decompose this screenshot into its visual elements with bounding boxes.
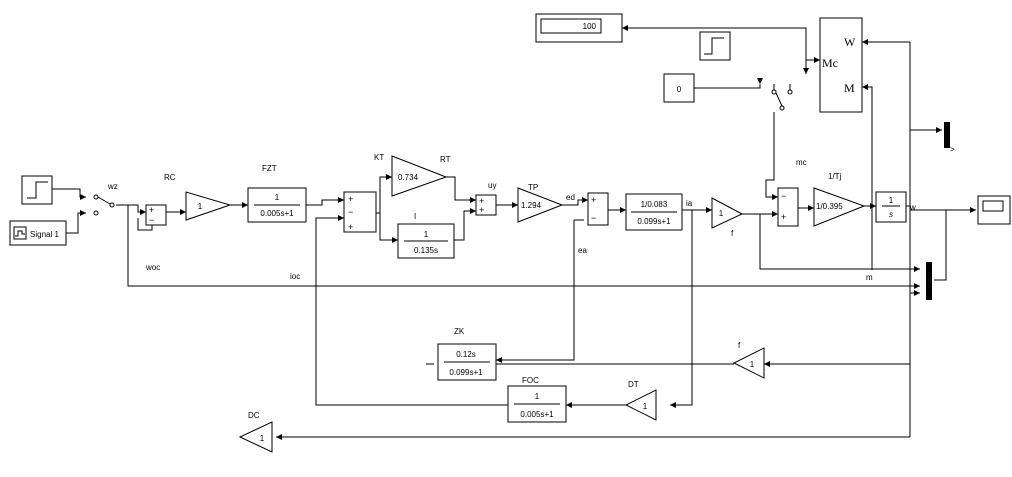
wires bbox=[52, 27, 976, 438]
manual-switch-wz[interactable] bbox=[80, 194, 115, 216]
motor-m-port: M bbox=[844, 81, 855, 95]
sum-rc[interactable]: + − bbox=[145, 204, 167, 226]
f-gain[interactable]: 1 bbox=[711, 197, 744, 229]
rc-label: RC bbox=[164, 173, 176, 182]
label-ed: ed bbox=[566, 193, 575, 202]
step-source[interactable] bbox=[21, 175, 53, 205]
label-mc: mc bbox=[796, 158, 807, 167]
foc-transfer-fcn[interactable]: 1 0.005s+1 bbox=[507, 385, 567, 423]
dc-label: DC bbox=[248, 411, 260, 420]
svg-text:>: > bbox=[950, 145, 955, 154]
demux-w[interactable] bbox=[944, 122, 950, 148]
label-w: w bbox=[909, 203, 916, 212]
tj-gain-value: 1/0.395 bbox=[816, 202, 843, 211]
kt-label: KT bbox=[374, 153, 384, 162]
zk-den: 0.099s+1 bbox=[449, 368, 483, 377]
svg-text:−: − bbox=[348, 207, 353, 217]
sum-ed[interactable]: + − bbox=[587, 192, 609, 226]
sum-mc[interactable]: − + bbox=[777, 187, 799, 227]
dt-label: DT bbox=[628, 380, 639, 389]
integrator-num: 1 bbox=[889, 196, 894, 205]
label-uy: uy bbox=[488, 181, 496, 190]
sum-uy[interactable]: + + bbox=[475, 194, 497, 216]
foc-den: 0.005s+1 bbox=[520, 410, 554, 419]
constant-value: 0 bbox=[677, 85, 682, 94]
label-ea: ea bbox=[578, 246, 587, 255]
svg-text:+: + bbox=[591, 195, 596, 205]
svg-text:+: + bbox=[781, 212, 786, 222]
integrator[interactable]: 1 s bbox=[875, 191, 907, 223]
tj-gain[interactable]: 1/0.395 bbox=[813, 187, 866, 227]
svg-text:+: + bbox=[348, 194, 353, 204]
svg-text:+: + bbox=[149, 205, 154, 215]
f-feedback-gain-value: 1 bbox=[750, 360, 755, 369]
svg-text:+: + bbox=[479, 196, 484, 206]
dt-gain-value: 1 bbox=[643, 402, 648, 411]
scope[interactable] bbox=[977, 195, 1011, 225]
tj-label: 1/Tj bbox=[828, 172, 842, 181]
motor-block[interactable]: W Mc M bbox=[819, 17, 863, 113]
i-den: 0.135s bbox=[414, 246, 438, 255]
tp-gain-value: 1.294 bbox=[521, 201, 542, 210]
i-num: 1 bbox=[424, 230, 429, 239]
fzt-num: 1 bbox=[275, 193, 280, 202]
dc-gain[interactable]: 1 bbox=[238, 421, 273, 453]
rt-label: RT bbox=[440, 155, 451, 164]
svg-text:−: − bbox=[781, 191, 786, 201]
mux-output[interactable] bbox=[926, 262, 932, 300]
zk-label: ZK bbox=[454, 327, 465, 336]
zk-transfer-fcn[interactable]: 0.12s 0.099s+1 bbox=[437, 343, 497, 381]
label-ioc: ioc bbox=[290, 272, 300, 281]
rc-gain-value: 1 bbox=[198, 202, 203, 211]
arrowheads bbox=[140, 25, 976, 440]
signal-builder-label: Signal 1 bbox=[30, 230, 59, 239]
motor-w-port: W bbox=[844, 35, 856, 49]
motor-mc-port: Mc bbox=[822, 56, 838, 70]
f-feedback-label: f bbox=[738, 341, 741, 350]
label-ia: ia bbox=[686, 199, 693, 208]
signal-builder[interactable]: Signal 1 bbox=[9, 220, 67, 246]
label-m: m bbox=[866, 273, 873, 282]
zk-num: 0.12s bbox=[456, 350, 476, 359]
i-transfer-fcn[interactable]: 1 0.135s bbox=[397, 223, 455, 259]
f-gain-label: f bbox=[731, 229, 734, 238]
armature-den: 0.099s+1 bbox=[637, 217, 671, 226]
tp-label: TP bbox=[528, 183, 538, 192]
dc-gain-value: 1 bbox=[260, 434, 265, 443]
svg-text:+: + bbox=[348, 222, 353, 232]
f-gain-value: 1 bbox=[719, 209, 724, 218]
svg-text:+: + bbox=[479, 205, 484, 215]
fzt-label: FZT bbox=[262, 164, 277, 173]
dt-gain[interactable]: 1 bbox=[624, 389, 657, 421]
rt-gain-value: 0.734 bbox=[398, 173, 419, 182]
step-source-top[interactable] bbox=[699, 31, 731, 61]
foc-num: 1 bbox=[535, 392, 540, 401]
f-feedback-gain[interactable]: 1 bbox=[732, 347, 765, 379]
fzt-transfer-fcn[interactable]: 1 0.005s+1 bbox=[247, 187, 307, 223]
label-wz: wz bbox=[107, 182, 118, 191]
label-woc: woc bbox=[145, 263, 160, 272]
display-value: 100 bbox=[583, 22, 597, 31]
sum-kt[interactable]: + − + bbox=[343, 191, 377, 233]
tp-gain[interactable]: 1.294 bbox=[517, 187, 564, 223]
rt-gain[interactable]: 0.734 bbox=[391, 155, 448, 197]
armature-num: 1/0.083 bbox=[641, 200, 668, 209]
svg-text:−: − bbox=[591, 213, 596, 223]
constant-block[interactable]: 0 bbox=[663, 73, 695, 103]
foc-label: FOC bbox=[522, 376, 539, 385]
fzt-den: 0.005s+1 bbox=[260, 209, 294, 218]
rc-gain[interactable]: 1 bbox=[185, 191, 232, 221]
armature-transfer-fcn[interactable]: 1/0.083 0.099s+1 bbox=[625, 193, 683, 231]
svg-text:−: − bbox=[149, 215, 154, 225]
manual-switch-mc[interactable] bbox=[771, 84, 793, 111]
display-block[interactable]: 100 bbox=[535, 13, 623, 43]
i-label: I bbox=[414, 212, 416, 221]
integrator-den: s bbox=[889, 210, 893, 219]
